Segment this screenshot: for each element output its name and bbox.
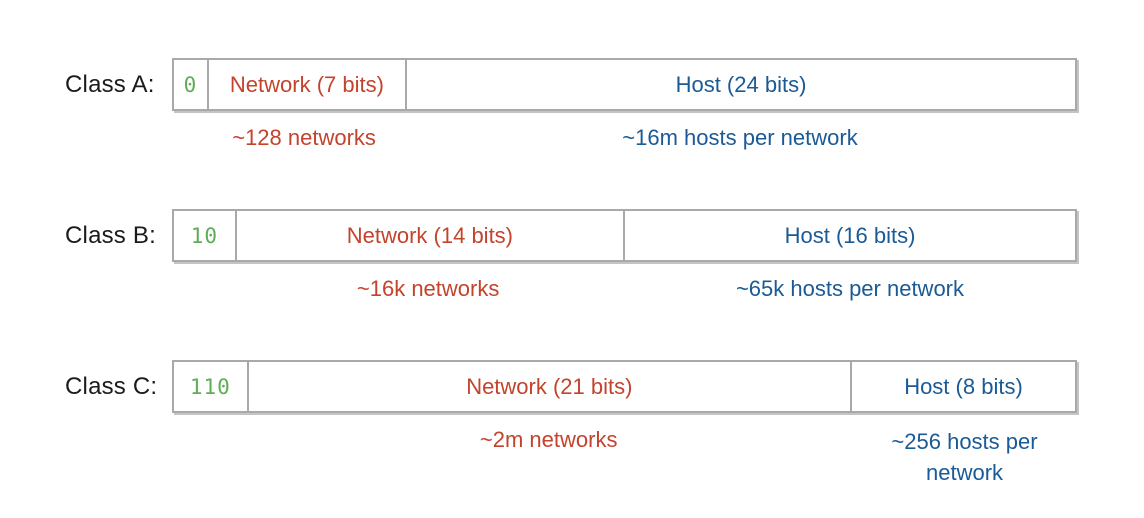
class-b-host-cell: Host (16 bits) [623, 211, 1075, 260]
class-c-bitbox: 110 Network (21 bits) Host (8 bits) [172, 360, 1077, 413]
ip-address-classes-diagram: Class A: 0 Network (7 bits) Host (24 bit… [0, 58, 1077, 488]
class-c-main: Class C: 110 Network (21 bits) Host (8 b… [0, 360, 1077, 413]
class-b-label: Class B: [65, 221, 156, 249]
class-c-host-count: ~256 hosts per network [852, 426, 1077, 488]
class-b-network-cell: Network (14 bits) [234, 211, 623, 260]
class-a-host-count: ~16m hosts per network [622, 125, 858, 150]
class-b-annot-spacer [172, 275, 233, 303]
class-a-row: Class A: 0 Network (7 bits) Host (24 bit… [0, 58, 1077, 152]
class-b-row: Class B: 10 Network (14 bits) Host (16 b… [0, 209, 1077, 303]
class-a-prefix-bits: 0 [183, 72, 198, 97]
class-c-host-cell: Host (8 bits) [849, 362, 1075, 411]
class-b-network-count: ~16k networks [356, 276, 500, 301]
class-a-annotations: ~128 networks ~16m hosts per network [172, 124, 1077, 152]
class-a-main: Class A: 0 Network (7 bits) Host (24 bit… [0, 58, 1077, 111]
class-c-annot-spacer [172, 426, 245, 488]
class-b-prefix-bits: 10 [190, 223, 219, 248]
class-c-host-count-text: ~256 hosts per network [891, 429, 1038, 485]
class-a-network-count: ~128 networks [232, 125, 376, 150]
class-a-bitbox: 0 Network (7 bits) Host (24 bits) [172, 58, 1077, 111]
class-b-annotations: ~16k networks ~65k hosts per network [172, 275, 1077, 303]
class-a-annot-spacer [172, 124, 205, 152]
class-c-row: Class C: 110 Network (21 bits) Host (8 b… [0, 360, 1077, 488]
class-b-host-count: ~65k hosts per network [735, 276, 965, 301]
class-a-network-cell: Network (7 bits) [206, 60, 405, 109]
class-c-network-cell: Network (21 bits) [246, 362, 850, 411]
class-b-bitbox: 10 Network (14 bits) Host (16 bits) [172, 209, 1077, 262]
class-c-annotations: ~2m networks ~256 hosts per network [172, 426, 1077, 488]
class-a-label: Class A: [65, 70, 155, 98]
class-c-prefix-bits: 110 [189, 374, 231, 399]
class-c-label: Class C: [65, 372, 158, 400]
class-b-main: Class B: 10 Network (14 bits) Host (16 b… [0, 209, 1077, 262]
class-a-host-cell: Host (24 bits) [404, 60, 1075, 109]
class-c-network-count: ~2m networks [479, 427, 618, 452]
